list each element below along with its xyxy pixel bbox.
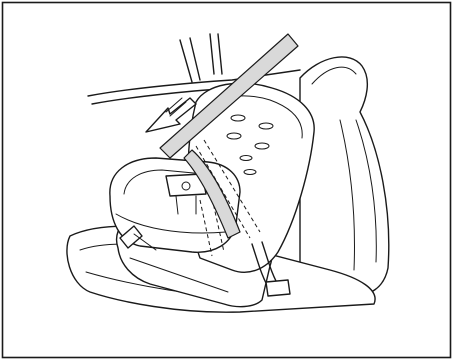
vehicle-seat-back — [300, 57, 389, 296]
